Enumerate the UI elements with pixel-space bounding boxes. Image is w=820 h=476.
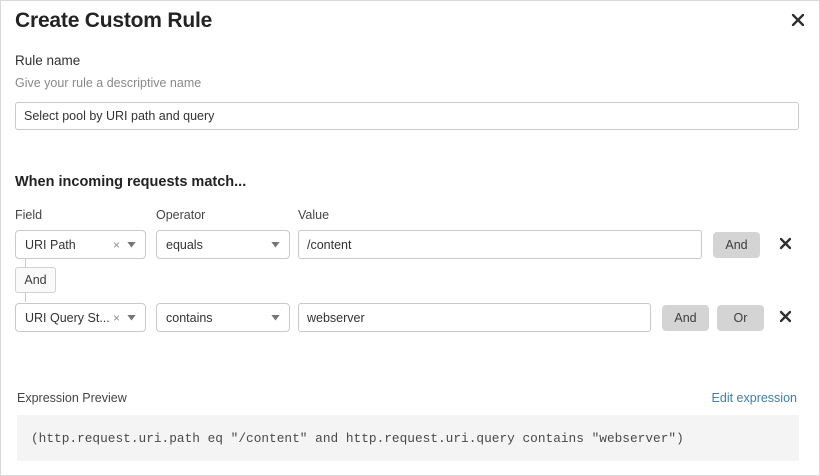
expression-preview-text: (http.request.uri.path eq "/content" and…: [31, 430, 684, 446]
field-select-row-2[interactable]: URI Query St... ×: [15, 303, 146, 332]
chevron-down-icon-row-2-field[interactable]: [127, 314, 136, 321]
chevron-down-icon-row-1-operator[interactable]: [271, 241, 280, 248]
and-button-row-1[interactable]: And: [713, 232, 760, 258]
rule-name-description: Give your rule a descriptive name: [15, 76, 202, 90]
match-section-heading: When incoming requests match...: [15, 174, 247, 190]
close-icon: [779, 310, 792, 326]
or-button-row-2[interactable]: Or: [717, 305, 764, 331]
close-icon: [779, 237, 792, 253]
operator-select-value-row-1: equals: [166, 237, 203, 252]
value-input-row-1[interactable]: [298, 230, 702, 259]
and-button-row-2[interactable]: And: [662, 305, 709, 331]
field-clear-icon-row-2[interactable]: ×: [112, 310, 120, 325]
rule-name-label: Rule name: [15, 53, 81, 68]
edit-expression-link[interactable]: Edit expression: [711, 391, 797, 405]
delete-condition-button-row-1[interactable]: [774, 234, 796, 256]
rule-name-input[interactable]: [15, 102, 799, 130]
value-input-row-2[interactable]: [298, 303, 651, 332]
expression-preview-label: Expression Preview: [17, 391, 127, 405]
close-icon: [791, 13, 805, 27]
chevron-down-icon-row-2-operator[interactable]: [271, 314, 280, 321]
operator-select-value-row-2: contains: [166, 310, 213, 325]
expression-preview-box: (http.request.uri.path eq "/content" and…: [17, 415, 799, 461]
column-header-value: Value: [298, 208, 330, 222]
connector-line-bottom: [25, 292, 26, 302]
field-clear-icon-row-1[interactable]: ×: [112, 237, 120, 252]
close-button[interactable]: [785, 7, 811, 33]
operator-select-row-2[interactable]: contains: [156, 303, 290, 332]
field-select-row-1[interactable]: URI Path ×: [15, 230, 146, 259]
connector-and-badge[interactable]: And: [15, 267, 56, 293]
delete-condition-button-row-2[interactable]: [774, 307, 796, 329]
operator-select-row-1[interactable]: equals: [156, 230, 290, 259]
page-title: Create Custom Rule: [15, 9, 213, 32]
field-select-value-row-1: URI Path: [25, 237, 76, 252]
connector-line-top: [25, 259, 26, 268]
column-header-operator: Operator: [156, 208, 206, 222]
field-select-value-row-2: URI Query St...: [25, 310, 109, 325]
column-header-field: Field: [15, 208, 43, 222]
chevron-down-icon-row-1-field[interactable]: [127, 241, 136, 248]
